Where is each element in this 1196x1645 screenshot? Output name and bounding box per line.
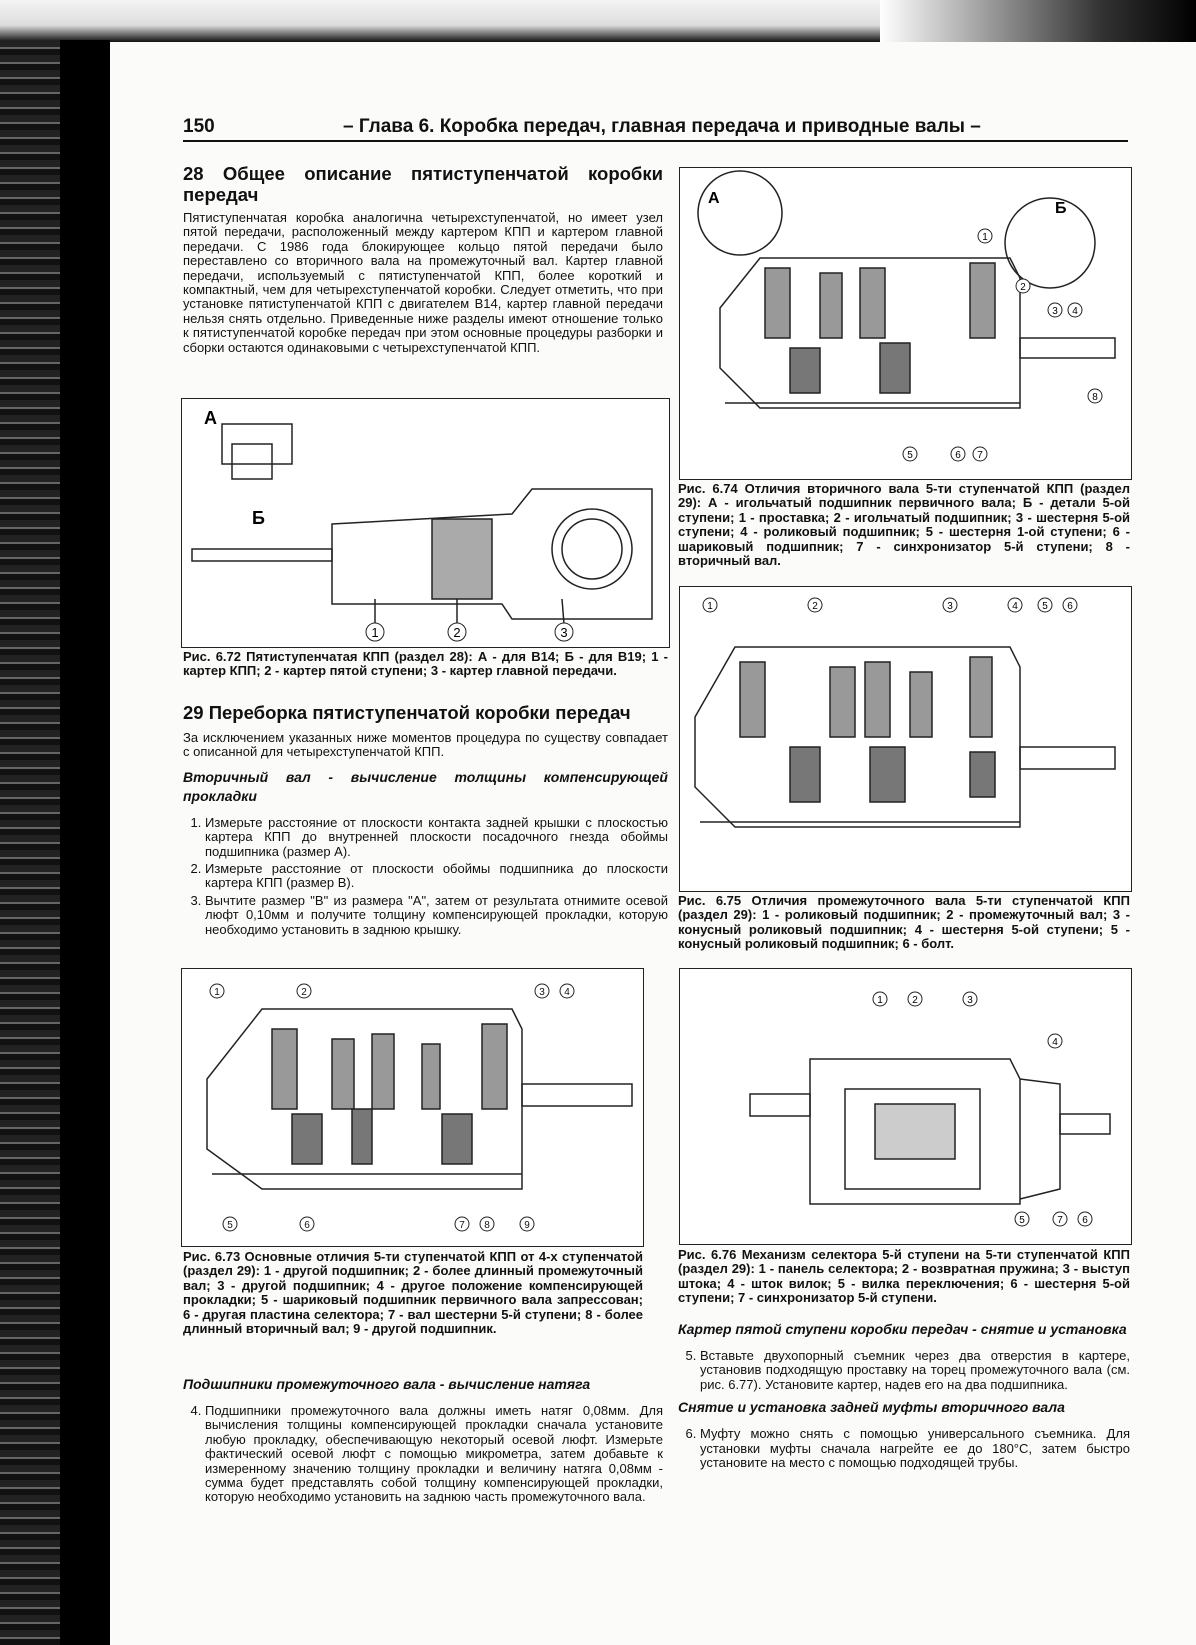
callout-3: 3 bbox=[560, 625, 567, 640]
section-29: 29 Переборка пятиступенчатой коробки пер… bbox=[183, 702, 668, 940]
callout-2: 2 bbox=[301, 987, 307, 998]
callout-3: 3 bbox=[967, 995, 973, 1006]
countershaft-drawing: 1 2 3 4 5 6 bbox=[694, 597, 1116, 828]
label-a: А bbox=[708, 190, 720, 207]
callout-2: 2 bbox=[912, 995, 918, 1006]
subheading-output-shaft: Вторичный вал - вычисление толщины компе… bbox=[183, 768, 668, 804]
steps-list-4: Муфту можно снять с помощью универсально… bbox=[678, 1426, 1130, 1470]
figure-6-76-caption: Рис. 6.76 Механизм селектора 5-й ступени… bbox=[678, 1247, 1130, 1306]
selector-mechanism-drawing: 1 2 3 4 5 6 7 bbox=[749, 991, 1111, 1227]
countershaft-bearings: Подшипники промежуточного вала - вычисле… bbox=[183, 1375, 663, 1508]
subheading-fifth-housing: Картер пятой ступени коробки передач - с… bbox=[678, 1321, 1127, 1337]
callout-1: 1 bbox=[982, 232, 988, 243]
book-spine-shadow bbox=[60, 40, 110, 1645]
chapter-title: – Глава 6. Коробка передач, главная пере… bbox=[343, 116, 981, 137]
callout-1: 1 bbox=[877, 995, 883, 1006]
figure-6-74: А Б 1 2 3 4 5 6 7 8 bbox=[679, 167, 1132, 480]
section-28-body: Пятиступенчатая коробка аналогична четыр… bbox=[183, 210, 663, 355]
callout-4: 4 bbox=[1072, 306, 1078, 317]
callout-2: 2 bbox=[453, 625, 460, 640]
callout-2: 2 bbox=[1020, 282, 1026, 293]
callout-4: 4 bbox=[1012, 601, 1018, 612]
steps-list-3: Вставьте двухопорный съемник через два о… bbox=[678, 1348, 1130, 1392]
figure-6-73-caption: Рис. 6.73 Основные отличия 5-ти ступенча… bbox=[183, 1249, 643, 1337]
callout-1: 1 bbox=[214, 987, 220, 998]
callout-7: 7 bbox=[977, 450, 983, 461]
callout-8: 8 bbox=[484, 1220, 490, 1231]
callout-4: 4 bbox=[1052, 1037, 1058, 1048]
callout-1: 1 bbox=[371, 625, 378, 640]
callout-6: 6 bbox=[304, 1220, 310, 1231]
page-header: 150 – Глава 6. Коробка передач, главная … bbox=[183, 116, 1128, 142]
callout-5: 5 bbox=[227, 1220, 233, 1231]
step-3: Вычтите размер "B" из размера "A", затем… bbox=[205, 893, 668, 937]
callout-3: 3 bbox=[947, 601, 953, 612]
callout-6: 6 bbox=[1082, 1215, 1088, 1226]
steps-list-2: Подшипники промежуточного вала должны им… bbox=[183, 1403, 663, 1505]
section-28: 28 Общее описание пятиступенчатой коробк… bbox=[183, 163, 663, 355]
output-shaft-drawing: А Б 1 2 3 4 5 6 7 8 bbox=[697, 170, 1116, 462]
callout-7: 7 bbox=[459, 1220, 465, 1231]
page-number: 150 bbox=[183, 116, 215, 137]
scan-shadow bbox=[880, 0, 1196, 42]
subheading-rear-coupling: Снятие и установка задней муфты вторично… bbox=[678, 1399, 1065, 1416]
subheading-countershaft: Подшипники промежуточного вала - вычисле… bbox=[183, 1376, 591, 1392]
callout-6: 6 bbox=[1067, 601, 1073, 612]
gearbox-housing-drawing: А Б 1 2 3 bbox=[191, 408, 653, 642]
callout-5: 5 bbox=[1019, 1215, 1025, 1226]
callout-9: 9 bbox=[524, 1220, 530, 1231]
figure-6-72: А Б 1 2 3 bbox=[181, 398, 670, 648]
callout-4: 4 bbox=[564, 987, 570, 998]
callout-7: 7 bbox=[1057, 1215, 1063, 1226]
figure-6-74-caption: Рис. 6.74 Отличия вторичного вала 5-ти с… bbox=[678, 481, 1130, 569]
callout-6: 6 bbox=[955, 450, 961, 461]
label-a: А bbox=[204, 408, 217, 428]
label-b: Б bbox=[252, 508, 265, 528]
figure-6-72-caption: Рис. 6.72 Пятиступенчатая КПП (раздел 28… bbox=[183, 649, 668, 679]
step-6: Муфту можно снять с помощью универсально… bbox=[700, 1426, 1130, 1470]
callout-5: 5 bbox=[907, 450, 913, 461]
step-2: Измерьте расстояние от плоскости обоймы … bbox=[205, 861, 668, 891]
gearbox-section-drawing: 1 2 3 4 5 6 7 8 9 bbox=[206, 983, 633, 1232]
figure-6-75: 1 2 3 4 5 6 bbox=[679, 586, 1132, 892]
section-29-intro: За исключением указанных ниже моментов п… bbox=[183, 730, 668, 760]
section-29-title: 29 Переборка пятиступенчатой коробки пер… bbox=[183, 702, 631, 723]
callout-3: 3 bbox=[539, 987, 545, 998]
callout-8: 8 bbox=[1092, 392, 1098, 403]
callout-2: 2 bbox=[812, 601, 818, 612]
step-1: Измерьте расстояние от плоскости контакт… bbox=[205, 815, 668, 859]
callout-1: 1 bbox=[707, 601, 713, 612]
label-b: Б bbox=[1055, 200, 1067, 217]
section-28-title: 28 Общее описание пятиступенчатой коробк… bbox=[183, 163, 663, 205]
steps-list: Измерьте расстояние от плоскости контакт… bbox=[183, 815, 668, 937]
fifth-gear-housing: Картер пятой ступени коробки передач - с… bbox=[678, 1320, 1130, 1473]
step-5: Вставьте двухопорный съемник через два о… bbox=[700, 1348, 1130, 1392]
figure-6-73: 1 2 3 4 5 6 7 8 9 bbox=[181, 968, 644, 1247]
figure-6-75-caption: Рис. 6.75 Отличия промежуточного вала 5-… bbox=[678, 893, 1130, 952]
step-4: Подшипники промежуточного вала должны им… bbox=[205, 1403, 663, 1505]
callout-3: 3 bbox=[1052, 306, 1058, 317]
callout-5: 5 bbox=[1042, 601, 1048, 612]
figure-6-76: 1 2 3 4 5 6 7 bbox=[679, 968, 1132, 1245]
